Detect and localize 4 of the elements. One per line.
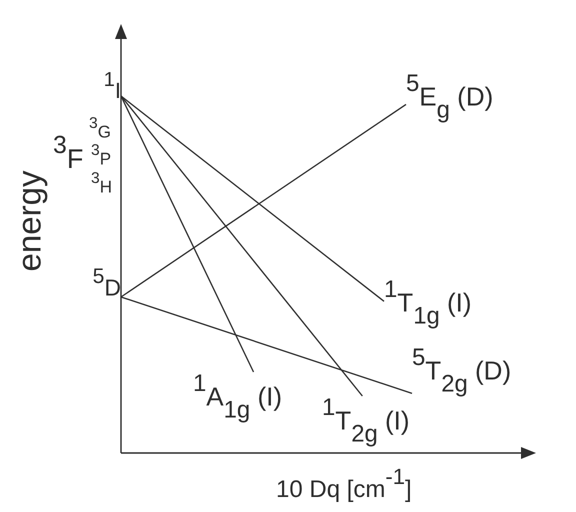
axis-title: energy [12, 170, 48, 272]
correlation-line [120, 96, 363, 396]
correlation-line [120, 96, 254, 372]
correlation-line [120, 296, 412, 394]
